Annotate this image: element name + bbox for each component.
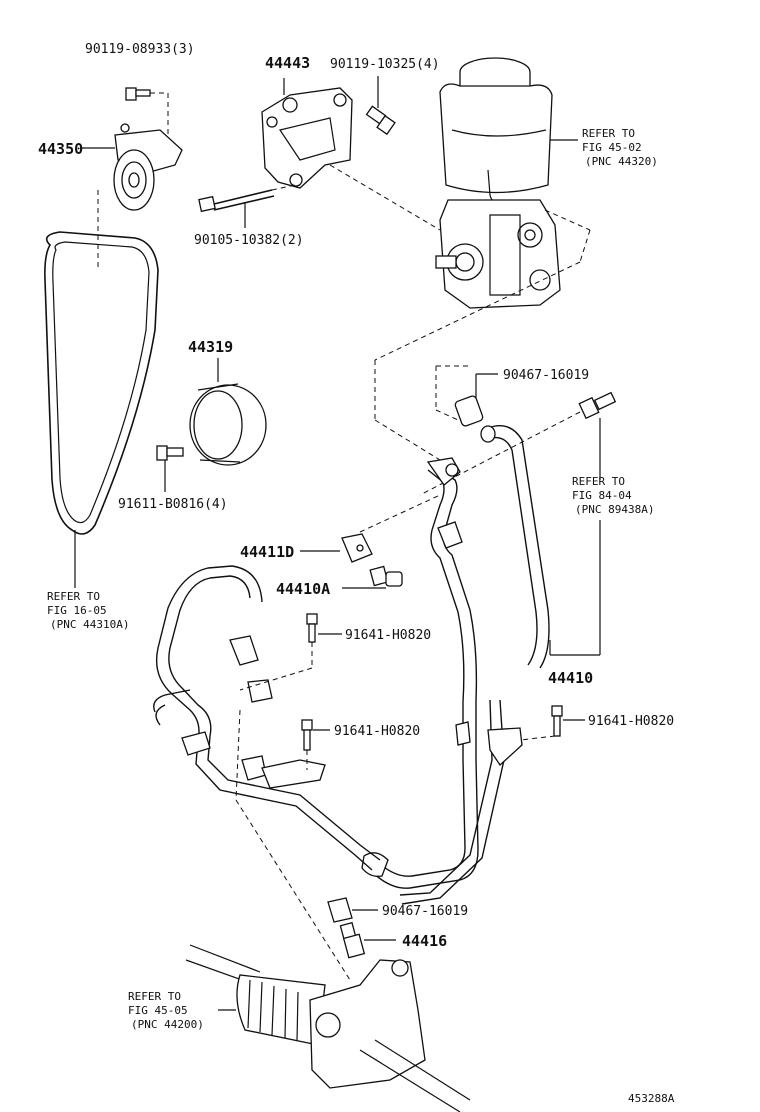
label-refer-4502-line2: FIG 45-02 — [582, 141, 642, 154]
label-91641-h0820-a: 91641-H0820 — [345, 628, 431, 643]
label-refer-8404-line3: (PNC 89438A) — [575, 503, 654, 516]
label-90467-upper: 90467-16019 — [503, 368, 589, 383]
label-44411d: 44411D — [240, 543, 294, 561]
label-refer-8404-line2: FIG 84-04 — [572, 489, 632, 502]
label-refer-4505-line3: (PNC 44200) — [131, 1018, 204, 1031]
bolt-91641-h0820-c — [551, 705, 563, 737]
label-refer-4505-line2: FIG 45-05 — [128, 1004, 188, 1017]
label-91611-b0816: 91611-B0816(4) — [118, 497, 228, 512]
union-bolt-44410a — [369, 565, 403, 587]
drive-belt — [44, 231, 159, 535]
label-refer-1605-line3: (PNC 44310A) — [50, 618, 129, 631]
label-refer-4502-line3: (PNC 44320) — [585, 155, 658, 168]
idler-pulley-44350 — [113, 123, 183, 211]
fitting-44416 — [339, 921, 366, 959]
tube-assembly — [153, 565, 523, 905]
label-refer-8404-line1: REFER TO — [572, 475, 625, 488]
pressure-switch — [578, 391, 617, 420]
label-44443: 44443 — [265, 54, 310, 72]
label-90119-10325: 90119-10325(4) — [330, 57, 440, 72]
label-90119-08933: 90119-08933(3) — [85, 42, 195, 57]
bolt-91611-b0816 — [156, 445, 184, 461]
bracket-44443 — [261, 87, 353, 189]
figure-code: 453288A — [628, 1092, 675, 1105]
bolt-90105-10382 — [198, 189, 275, 213]
label-refer-4505-line1: REFER TO — [128, 990, 181, 1003]
label-refer-4502-line1: REFER TO — [582, 127, 635, 140]
power-steering-pump — [435, 199, 561, 309]
bolt-90119-10325 — [365, 105, 396, 136]
label-44416: 44416 — [402, 932, 447, 950]
label-91641-h0820-c: 91641-H0820 — [588, 714, 674, 729]
clamp-90467-lower — [327, 897, 353, 923]
return-hose — [480, 425, 550, 669]
label-44410: 44410 — [548, 669, 593, 687]
label-refer-1605-line2: FIG 16-05 — [47, 604, 107, 617]
label-44410a: 44410A — [276, 580, 330, 598]
clip-44411d — [341, 533, 373, 563]
label-90105-10382: 90105-10382(2) — [194, 233, 304, 248]
label-44350: 44350 — [38, 140, 83, 158]
steering-gear — [185, 944, 471, 1112]
label-refer-1605-line1: REFER TO — [47, 590, 100, 603]
reservoir-tank — [439, 57, 553, 206]
label-44319: 44319 — [188, 338, 233, 356]
label-91641-h0820-b: 91641-H0820 — [334, 724, 420, 739]
pulley-44319 — [189, 383, 267, 466]
clamp-90467-upper — [454, 395, 484, 427]
pressure-hose-44410 — [361, 457, 479, 889]
label-90467-lower: 90467-16019 — [382, 904, 468, 919]
